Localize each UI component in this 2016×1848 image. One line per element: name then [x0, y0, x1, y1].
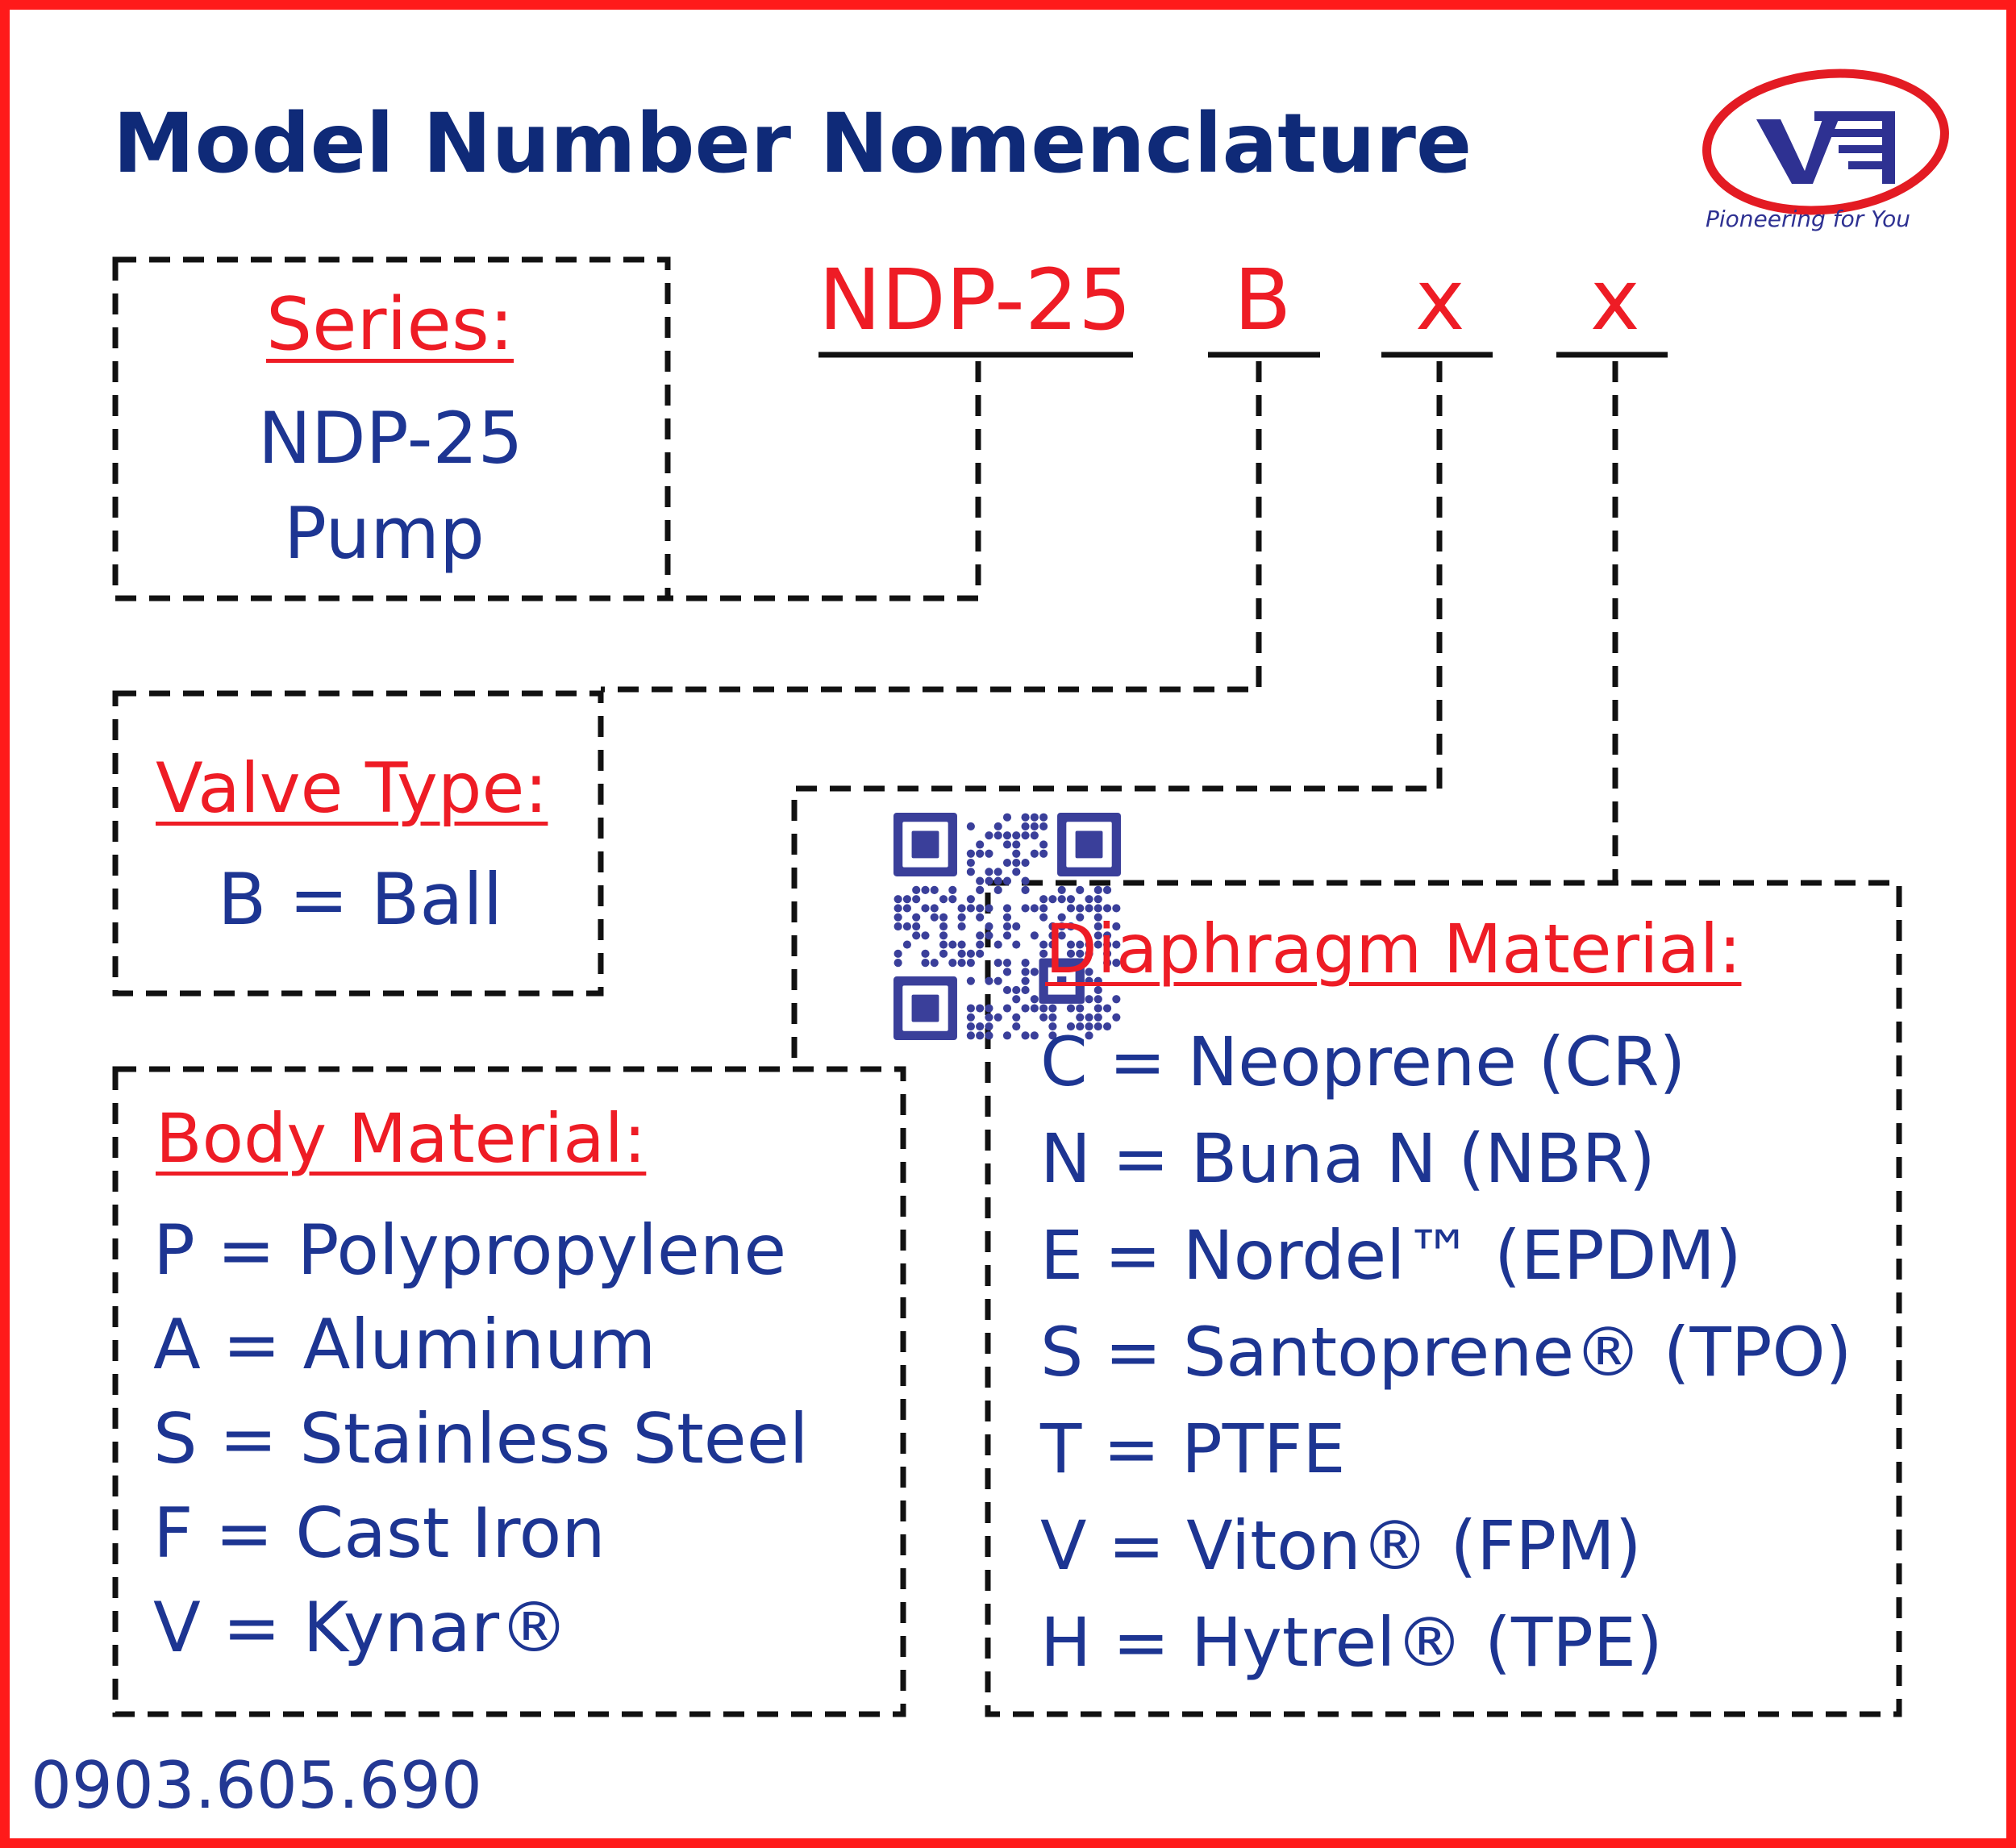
body-material-item: F = Cast Iron	[153, 1493, 606, 1574]
series-line: NDP-25	[258, 397, 523, 480]
connector-lines	[601, 361, 1618, 1069]
diaphragm-material-item: C = Neoprene (CR)	[1040, 1022, 1686, 1101]
valve-type-line: B = Ball	[218, 858, 503, 941]
series-heading: Series:	[266, 282, 514, 367]
company-logo	[1702, 69, 1949, 215]
body-material-item: P = Polypropylene	[153, 1210, 787, 1291]
qr-code-icon	[893, 813, 1121, 1040]
connector-series	[668, 361, 981, 601]
model-code-valve: B	[1234, 251, 1292, 349]
model-code-series: NDP-25	[818, 251, 1132, 349]
series-box	[112, 256, 671, 601]
diaphragm-material-item: E = Nordel™ (EPDM)	[1040, 1216, 1742, 1295]
valve-type-heading: Valve Type:	[156, 748, 548, 829]
body-material-box	[112, 1066, 906, 1717]
series-line: Pump	[284, 492, 485, 575]
dashed-boxes	[112, 256, 1902, 1717]
body-material-item: V = Kynar®	[153, 1588, 569, 1668]
diaphragm-material-item: T = PTFE	[1040, 1409, 1346, 1488]
logo-tagline: Pioneering for You	[1706, 206, 1911, 232]
diaphragm-material-heading: Diaphragm Material:	[1045, 909, 1742, 989]
diaphragm-material-item: S = Santoprene® (TPO)	[1040, 1313, 1852, 1392]
diaphragm-material-item: N = Buna N (NBR)	[1040, 1119, 1656, 1198]
diaphragm-material-item: H = Hytrel® (TPE)	[1040, 1603, 1663, 1682]
model-code-diaphragm: x	[1590, 251, 1640, 349]
logo-mark-icon	[1756, 111, 1895, 184]
connector-body-material	[791, 361, 1443, 1069]
phone-number: 0903.605.690	[31, 1748, 482, 1823]
body-material-item: A = Aluminum	[153, 1305, 656, 1385]
logo-ring-icon	[1702, 69, 1949, 215]
page-title: Model Number Nomenclature	[113, 96, 1472, 192]
model-code-body: x	[1415, 251, 1465, 349]
connector-valve-type	[601, 361, 1262, 693]
body-material-heading: Body Material:	[156, 1099, 647, 1178]
diaphragm-material-item: V = Viton® (FPM)	[1040, 1506, 1642, 1585]
valve-type-box	[112, 690, 604, 997]
body-material-item: S = Stainless Steel	[153, 1399, 809, 1480]
diaphragm-material-box	[985, 880, 1902, 1717]
